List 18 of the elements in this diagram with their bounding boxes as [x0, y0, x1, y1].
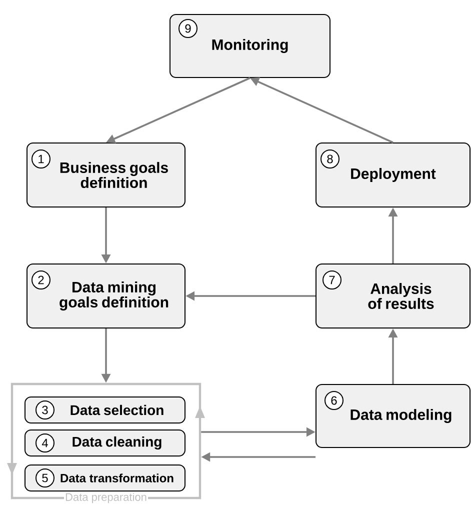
- process-box: 2 Data mining goals definition: [26, 264, 186, 328]
- step-number: 6: [324, 391, 344, 410]
- step-number: 4: [36, 434, 54, 452]
- process-box: 5 Data transformation: [24, 464, 186, 492]
- step-number: 3: [36, 400, 54, 420]
- process-box: 3 Data selection: [24, 396, 186, 424]
- step-number: 7: [322, 270, 342, 290]
- step-number: 5: [36, 468, 54, 488]
- step-number: 8: [320, 150, 340, 168]
- process-box: 7 Analysis of results: [316, 264, 470, 328]
- process-box: 8 Deployment: [316, 142, 470, 208]
- step-number: 9: [178, 19, 198, 38]
- process-box: 1 Business goals definition: [26, 142, 186, 208]
- process-box: 9 Monitoring: [170, 14, 330, 78]
- step-number: 2: [32, 270, 50, 290]
- process-box: 4 Data cleaning: [24, 430, 186, 456]
- step-number: 1: [32, 150, 50, 168]
- process-box: 6 Data modeling: [316, 384, 470, 448]
